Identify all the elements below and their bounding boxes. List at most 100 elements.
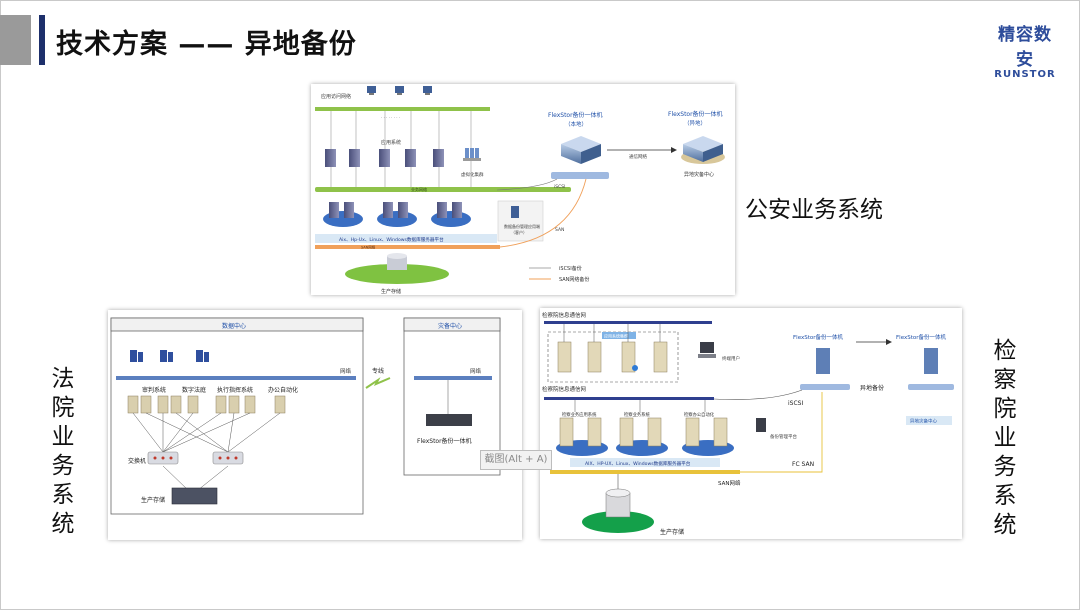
police-dr-center-label: 异地灾备中心 <box>684 171 714 178</box>
proc-cluster-badge <box>602 332 636 339</box>
police-platform-label: Aix、Hp-Ux、Linux、Windows数据库服务器平台 <box>339 236 444 243</box>
court-dr-net-bar <box>414 376 492 380</box>
proc-fc-link <box>740 392 823 473</box>
logo-en: RUNSTOR <box>994 69 1056 80</box>
police-business-net-label: 业务网络 <box>411 186 427 192</box>
proc-platform-bar <box>570 458 720 467</box>
police-business-net-bar <box>315 187 571 192</box>
police-diagram-panel: 应用访问网络 · · · · · · · · 应用系统 虚拟化集群 业务网络 A… <box>311 84 735 295</box>
police-top-net-label: 应用访问网络 <box>321 93 351 100</box>
virtual-cluster-icon <box>463 148 481 161</box>
police-system-label: 公安业务系统 <box>745 197 883 223</box>
proc-client-label: 终端用户 <box>722 355 740 362</box>
runstor-logo: 精容数安 RUNSTOR <box>990 20 1060 80</box>
mgmt-app-label: 数据备份管理应用端 <box>504 223 540 229</box>
mgmt-pc-icon <box>511 206 519 218</box>
proc-cluster-label: 应用系统集群 <box>604 333 628 339</box>
police-iscsi-label: iSCSI <box>554 184 565 190</box>
proc-globe-icon <box>632 365 638 371</box>
legend-iscsi-label: iSCSI备份 <box>559 265 582 272</box>
court-line-bolt <box>365 377 391 389</box>
proc-dr-center-label: 异地灾备中心 <box>910 418 937 425</box>
police-san-label: SAN网络 <box>361 245 376 250</box>
proc-db-server-groups <box>556 417 734 456</box>
police-app-system-label: 应用系统 <box>381 139 401 146</box>
police-remote-box-sub: （异地） <box>684 119 706 127</box>
court-dr-label: 灾备中心 <box>438 322 462 330</box>
proc-dr-center-badge <box>906 416 952 425</box>
court-system-3: 执行指挥系统 <box>217 386 253 394</box>
court-system-4: 办公自动化 <box>268 386 298 394</box>
police-local-box-label: FlexStor备份一体机 <box>548 111 603 119</box>
proc-net1-label: 检察院信息通信网 <box>542 311 587 319</box>
police-top-net-bar <box>315 107 490 111</box>
police-local-box-sub: （本地） <box>565 120 587 128</box>
procuratorate-diagram: 检察院信息通信网 应用系统集群 终端用户 检察院信息通信网 检察业务应用系统 检… <box>542 311 954 536</box>
storage-drum-icon <box>387 256 407 270</box>
proc-group-3: 检察办公自动化 <box>684 411 715 418</box>
police-platform-bar <box>315 234 497 243</box>
proc-iscsi-link <box>713 389 803 400</box>
remote-appliance-icon <box>681 136 725 164</box>
proc-client-pc-icon <box>700 342 714 353</box>
court-client-icons <box>130 350 209 362</box>
svg-text:· · · · · · · ·: · · · · · · · · <box>381 115 400 120</box>
court-system-1: 审判系统 <box>142 386 166 394</box>
proc-iscsi-label: iSCSI <box>788 400 803 407</box>
proc-mgmt-label: 备份管理平台 <box>770 433 797 440</box>
proc-remote-box-icon <box>924 348 938 374</box>
proc-group-1: 检察业务应用系统 <box>562 411 597 418</box>
client-pc-icons <box>367 86 432 95</box>
proc-net1-bar <box>544 321 712 324</box>
proc-platform-label: AIX、HP-UX、Linux、Windows数据库服务器平台 <box>585 460 691 467</box>
proc-switch-icon <box>800 384 850 390</box>
police-diagram: 应用访问网络 · · · · · · · · 应用系统 虚拟化集群 业务网络 A… <box>315 86 725 295</box>
proc-net2-bar <box>544 397 714 400</box>
police-remote-box-label: FlexStor备份一体机 <box>668 110 723 118</box>
court-dr-net-label: 网络 <box>470 367 482 375</box>
header-accent-gray <box>0 15 31 65</box>
proc-net2-label: 检察院信息通信网 <box>542 385 587 393</box>
police-storage-label: 生产存储 <box>381 288 401 295</box>
court-system-2: 数字法庭 <box>182 386 206 394</box>
proc-mgmt-pc-icon <box>756 418 766 432</box>
court-storage-label: 生产存储 <box>141 496 165 504</box>
court-storage-icon <box>171 487 218 505</box>
police-iscsi-link <box>496 178 558 191</box>
screenshot-tooltip: 截图(Alt + A) <box>480 450 552 470</box>
proc-remote-backup-label: 异地备份 <box>860 384 884 392</box>
police-switch-icon <box>551 172 609 179</box>
court-diagram-panel: 数据中心 灾备中心 网络 审判系统 数字法庭 执行指挥系统 办公自动化 交换机 … <box>108 310 522 540</box>
court-dc-net-label: 网络 <box>340 367 352 375</box>
police-san-link-label: SAN <box>555 227 564 233</box>
court-dc-net-bar <box>116 376 356 380</box>
police-san-bar <box>315 245 500 249</box>
proc-storage-label: 生产存储 <box>660 528 684 536</box>
procuratorate-diagram-panel: 检察院信息通信网 应用系统集群 终端用户 检察院信息通信网 检察业务应用系统 检… <box>540 308 962 539</box>
proc-remote-box-label: FlexStor备份一体机 <box>896 333 947 341</box>
proc-san-label: SAN网络 <box>718 479 741 487</box>
mgmt-app-sub: （客户） <box>511 229 527 235</box>
proc-local-box-label: FlexStor备份一体机 <box>793 333 844 341</box>
court-switch-label: 交换机 <box>128 457 146 465</box>
virtual-cluster-label: 虚拟化集群 <box>461 171 484 178</box>
header-accent-navy <box>39 15 45 65</box>
proc-cluster-servers <box>557 341 668 373</box>
app-server-row <box>325 149 444 167</box>
court-system-label: 法院业务系统 <box>51 366 75 537</box>
police-wan-label: 通信网络 <box>629 153 647 160</box>
proc-group-2: 检察业务系统 <box>624 411 650 418</box>
mgmt-app-box <box>497 200 544 242</box>
db-server-groups <box>323 202 471 227</box>
police-san-link <box>499 178 587 248</box>
court-dc-frame <box>110 317 364 515</box>
legend-san-label: SAN网络备份 <box>559 276 589 283</box>
proc-fc-san-label: FC SAN <box>792 461 814 468</box>
storage-platform <box>345 264 449 284</box>
court-appliance-icon <box>426 414 472 426</box>
proc-storage-platform <box>582 511 654 533</box>
logo-cn: 精容数安 <box>998 25 1052 70</box>
procuratorate-system-label: 检察院业务系统 <box>993 338 1017 538</box>
court-switch-icons <box>147 451 244 465</box>
court-dc-label: 数据中心 <box>222 322 246 330</box>
